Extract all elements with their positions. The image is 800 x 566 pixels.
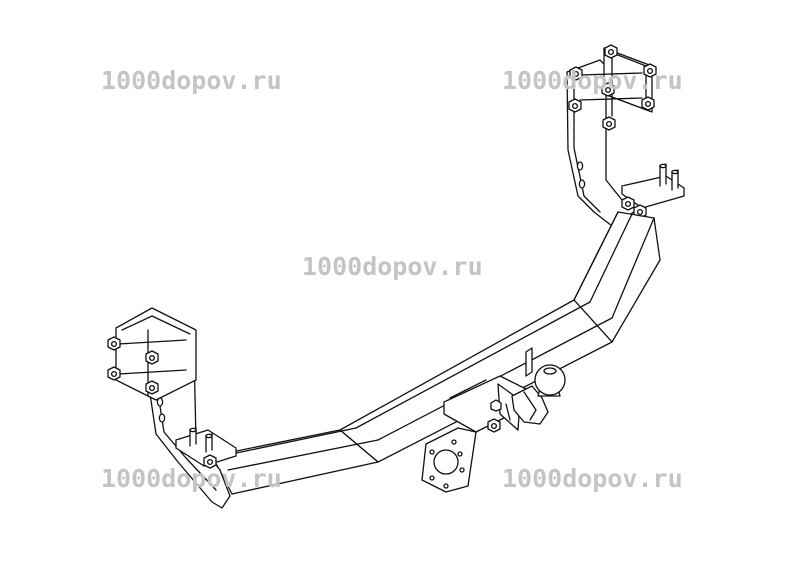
left-bracket-bolts <box>107 336 159 395</box>
towball <box>534 364 566 397</box>
main-cross-beam <box>211 211 661 495</box>
right-mounting-bracket <box>566 47 653 227</box>
right-flange <box>621 163 685 219</box>
right-bracket-bolts <box>568 44 657 131</box>
socket-plate <box>421 427 477 493</box>
left-flange <box>175 427 237 469</box>
left-mounting-bracket <box>115 307 231 509</box>
